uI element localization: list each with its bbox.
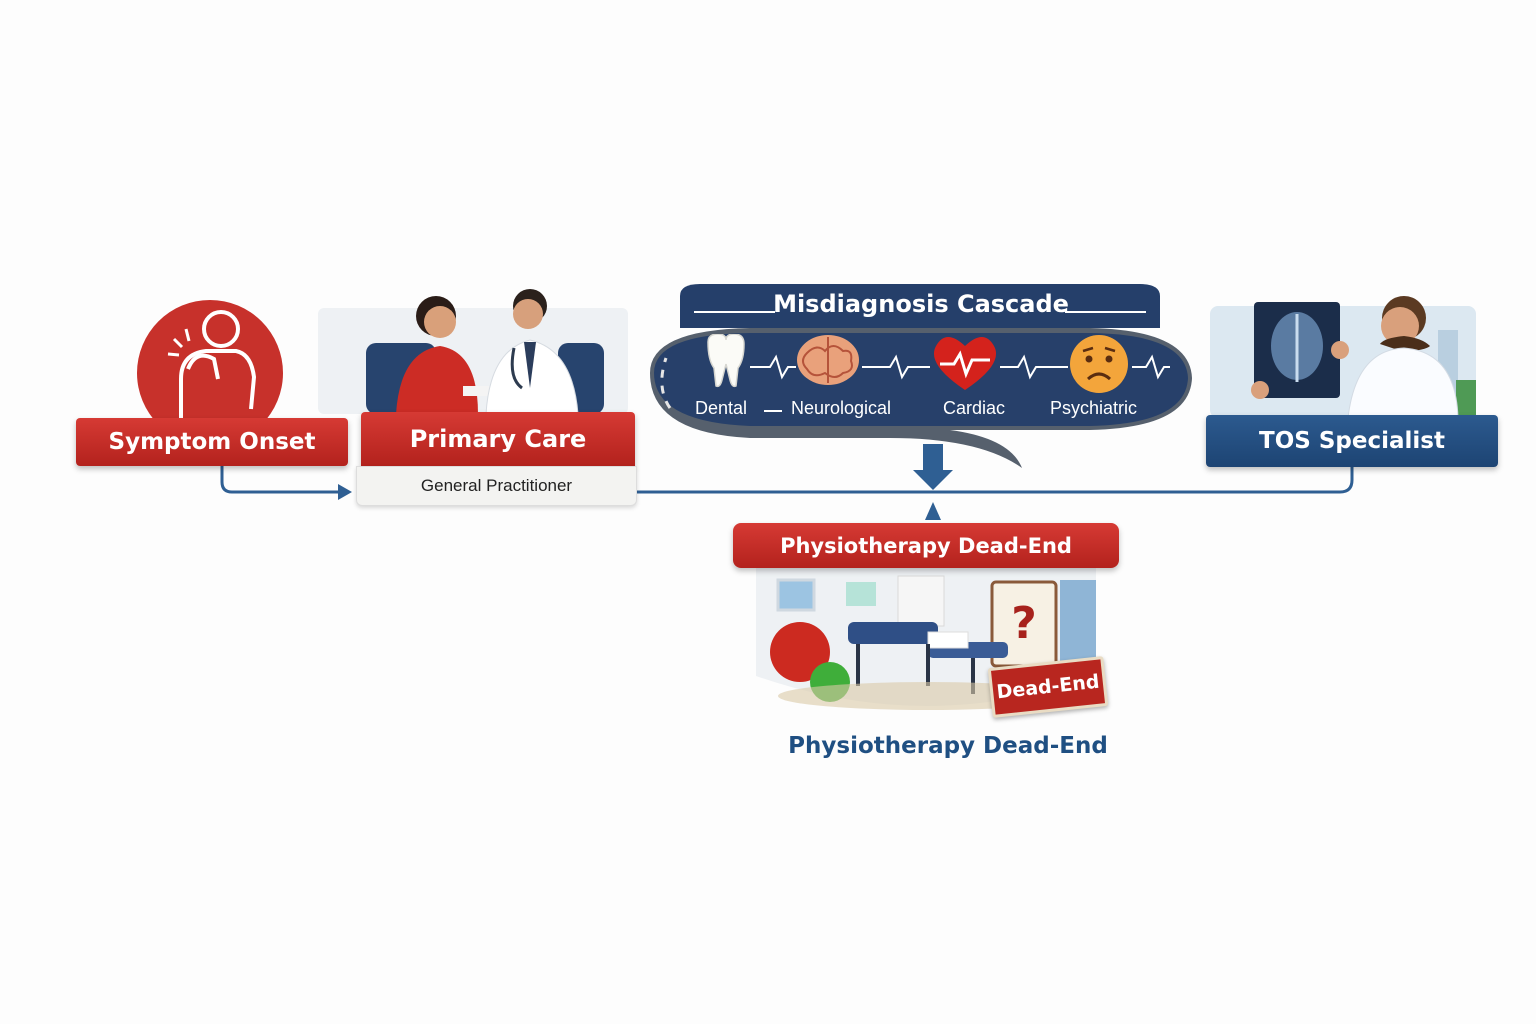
connector-main-line: [636, 467, 1354, 494]
shoulder-pain-icon: [137, 300, 283, 423]
cascade-dash: [764, 410, 782, 412]
cascade-label-neurological: Neurological: [791, 398, 892, 418]
sad-face-icon: [1070, 335, 1128, 393]
connector-symptom-to-primary: [220, 466, 338, 494]
tos-specialist-banner: TOS Specialist: [1206, 415, 1498, 467]
arrowhead-primary: [338, 484, 352, 500]
svg-text:?: ?: [1011, 598, 1037, 649]
cascade-label-cardiac: Cardiac: [943, 398, 1006, 418]
cascade-label-dental: Dental: [695, 398, 748, 418]
brain-icon: [797, 335, 859, 385]
physio-room-illustration: ?: [756, 566, 1096, 710]
down-arrow-head: [913, 470, 953, 490]
cascade-road: [650, 284, 1192, 468]
consultation-illustration: [318, 289, 628, 414]
general-practitioner-label: General Practitioner: [356, 466, 637, 506]
primary-care-banner: Primary Care: [361, 412, 635, 466]
xray-specialist-illustration: [1210, 296, 1476, 418]
physiotherapy-caption: Physiotherapy Dead-End: [788, 733, 1108, 759]
cascade-title: Misdiagnosis Cascade: [773, 290, 1069, 318]
up-arrow-head: [925, 502, 941, 520]
symptom-onset-banner: Symptom Onset: [76, 418, 348, 466]
heartbeat-connectors: [750, 354, 1170, 380]
physiotherapy-banner: Physiotherapy Dead-End: [733, 523, 1119, 568]
heart-icon: [933, 337, 997, 390]
cascade-label-psychiatric: Psychiatric: [1050, 398, 1138, 418]
down-arrow-shaft: [923, 444, 943, 472]
tooth-icon: [707, 334, 745, 388]
